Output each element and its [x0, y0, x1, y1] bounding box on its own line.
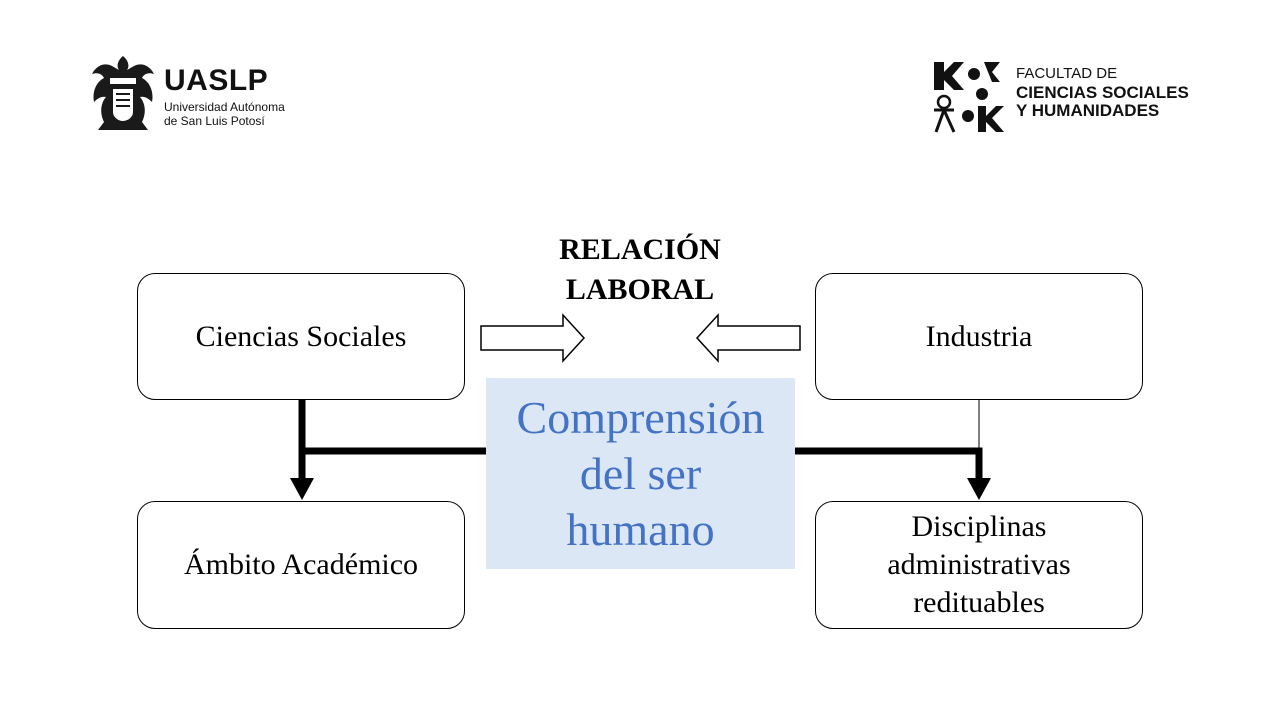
uaslp-logo: UASLP Universidad Autónoma de San Luis P…	[88, 52, 328, 136]
title-line1: RELACIÓN	[559, 233, 721, 266]
center-line3: humano	[566, 503, 715, 555]
uaslp-acronym: UASLP	[164, 64, 269, 97]
uaslp-name-line1: Universidad Autónoma	[164, 100, 285, 114]
left-down-arrowhead	[290, 478, 314, 500]
faculty-line2: CIENCIAS SOCIALES	[1016, 83, 1189, 102]
faculty-emblem-icon	[934, 62, 1004, 133]
right-connector-line	[795, 447, 983, 480]
title-line2: LABORAL	[565, 273, 715, 306]
box-disciplinas: Disciplinas administrativas redituables	[815, 501, 1143, 629]
uaslp-name-line2: de San Luis Potosí	[164, 114, 265, 128]
box-ambito-academico-label: Ámbito Académico	[183, 548, 419, 581]
left-connector-line	[298, 399, 488, 482]
arrow-right-icon	[480, 313, 586, 363]
faculty-line1: FACULTAD DE	[1016, 65, 1118, 82]
center-concept-box: Comprensión del ser humano	[486, 378, 795, 569]
box-ciencias-sociales: Ciencias Sociales	[137, 273, 465, 400]
center-line2: del ser	[579, 447, 702, 499]
box-disciplinas-line2: administrativas	[887, 548, 1071, 581]
eagle-emblem-icon	[92, 56, 154, 130]
arrow-left-icon	[695, 313, 801, 363]
box-industria: Industria	[815, 273, 1143, 400]
box-ambito-academico: Ámbito Académico	[137, 501, 465, 629]
center-line1: Comprensión	[516, 391, 765, 443]
box-disciplinas-line1: Disciplinas	[911, 510, 1047, 543]
diagram-title: RELACIÓN LABORAL	[530, 230, 750, 310]
right-down-arrowhead	[967, 478, 991, 500]
box-industria-label: Industria	[925, 319, 1033, 353]
faculty-line3: Y HUMANIDADES	[1016, 101, 1160, 120]
faculty-logo: FACULTAD DE CIENCIAS SOCIALES Y HUMANIDA…	[928, 56, 1208, 136]
box-ciencias-sociales-label: Ciencias Sociales	[195, 319, 407, 353]
box-disciplinas-line3: redituables	[913, 586, 1045, 619]
